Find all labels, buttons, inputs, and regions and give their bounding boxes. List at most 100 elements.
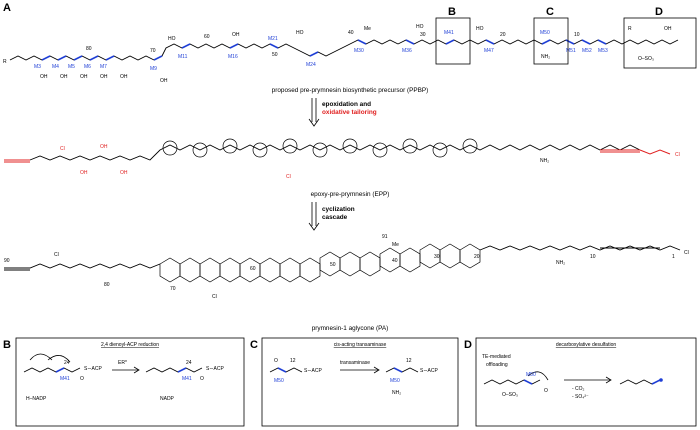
hydroxyl: OH: [160, 78, 168, 84]
panel-c-title: cis-acting transaminase: [334, 342, 387, 348]
r-group: R: [628, 26, 632, 32]
pa-methyl: Me: [392, 242, 399, 248]
hydroxyl: OH: [60, 74, 68, 80]
panel-c-oxo: O: [274, 358, 278, 364]
carbon-number: 20: [474, 254, 480, 260]
carbon-number: 10: [590, 254, 596, 260]
ppbp-numbering: 80 70 60 50 40 30 20 10: [86, 30, 580, 58]
pa-alkyne: [4, 247, 660, 271]
panel-d-byproduct: - SO₄²⁻: [572, 394, 589, 400]
panel-c-position: 12: [290, 358, 296, 364]
carbon-number: 1: [672, 254, 675, 260]
panel-d-reactant: [483, 371, 549, 385]
carbon-number: 60: [204, 34, 210, 40]
hydroxyl: OH: [80, 74, 88, 80]
carbon-number: 70: [170, 286, 176, 292]
panel-c-product-acp: S∼ACP: [420, 368, 438, 374]
module-label: M11: [178, 54, 188, 60]
hydroxyl: OH: [664, 26, 672, 32]
step-epoxidation: epoxidation and: [322, 101, 371, 108]
panel-b-reactant: [23, 353, 81, 373]
panel-letter-c: C: [250, 339, 258, 351]
box-c: [533, 17, 569, 65]
module-label: M6: [84, 64, 91, 70]
carbon-number: 60: [250, 266, 256, 272]
panel-c-arrow: [340, 366, 380, 374]
hydroxyl: OH: [232, 32, 240, 38]
panel-b-oxo: O: [80, 376, 84, 382]
pa-chloro-terminal: Cl: [684, 250, 689, 256]
pa-structure: [4, 245, 681, 269]
module-label: M53: [598, 48, 608, 54]
panel-b-product-module: M41: [182, 376, 192, 382]
module-label: M3: [34, 64, 41, 70]
ppbp-chain-right: [397, 39, 679, 45]
module-label: M21: [268, 36, 278, 42]
hydroxyl: HO: [476, 26, 484, 32]
step-oxidative-tailoring: oxidative tailoring: [322, 109, 377, 116]
box-letter-b: B: [448, 6, 456, 18]
ppbp-caption: proposed pre-prymnesin biosynthetic prec…: [272, 87, 429, 94]
epp-structure: [29, 144, 641, 161]
epp-amine: NH₂: [540, 158, 549, 164]
panel-c-product-module: M50: [390, 378, 400, 384]
panel-c-enzyme: transaminase: [340, 360, 370, 366]
carbon-number: 50: [272, 52, 278, 58]
pa-caption: prymnesin-1 aglycone (PA): [312, 325, 389, 332]
carbon-number: 30: [434, 254, 440, 260]
pa-amine: NH₂: [556, 260, 565, 266]
hydroxyl: OH: [100, 74, 108, 80]
hydroxyl: HO: [416, 24, 424, 30]
panel-b-product-oxo: O: [200, 376, 204, 382]
step-cascade: cascade: [322, 214, 348, 221]
panel-b-enzyme: ER*: [118, 360, 127, 366]
epp-alkyne-red: [4, 149, 671, 163]
methyl: Me: [364, 26, 371, 32]
epp-caption: epoxy-pre-prymnesin (EPP): [311, 191, 390, 198]
panel-d-reactant-blue: [523, 379, 533, 385]
hydroxyl: HO: [168, 36, 176, 42]
box-d: [623, 17, 697, 69]
panel-b-product-acp: S∼ACP: [206, 366, 224, 372]
panel-b-module: M41: [60, 376, 70, 382]
pa-fused-rings: [159, 243, 481, 283]
panel-b-position: 24: [64, 360, 70, 366]
pa-chain-left: [4, 263, 161, 269]
module-label: M30: [354, 48, 364, 54]
module-label: M51: [566, 48, 576, 54]
panel-letter-a: A: [3, 2, 11, 14]
module-label: M41: [444, 30, 454, 36]
epp-chloro-terminal: Cl: [675, 152, 680, 158]
box-letter-d: D: [655, 6, 663, 18]
carbon-number: 20: [500, 32, 506, 38]
panel-letter-d: D: [464, 339, 472, 351]
carbon-number: 80: [104, 282, 110, 288]
ppbp-substituents: R OH OH OH OH OH OH HO OH HO Me HO HO NH…: [3, 24, 672, 84]
epp-epoxide-rings: [162, 138, 478, 158]
epp-chain: [29, 144, 641, 161]
pa-numbering: 90 80 70 60 50 91 40 30 20 10 1: [4, 234, 675, 292]
panel-c-product-blue: [393, 367, 403, 373]
module-label: M50: [540, 30, 550, 36]
panel-c-product-position: 12: [406, 358, 412, 364]
module-label: M24: [306, 62, 316, 68]
panel-d-title: decarboxylative desulfation: [556, 342, 617, 348]
panel-d-terminal-dot: [659, 378, 663, 382]
hydroxyl: OH: [120, 74, 128, 80]
box-b: [435, 17, 471, 65]
panel-b-nadph: H–NADP: [26, 396, 47, 402]
module-label: M4: [52, 64, 59, 70]
panel-letter-b: B: [3, 339, 11, 351]
module-label: M9: [150, 66, 157, 72]
epp-hydroxyl-red: OH: [100, 144, 108, 150]
panel-b-title: 2,4 dienoyl-ACP reduction: [101, 342, 159, 348]
panel-d-product-blue: [651, 379, 661, 385]
panel-d-frame: [475, 337, 697, 427]
panel-c-reactant-blue: [277, 367, 287, 373]
module-label: M16: [228, 54, 238, 60]
carbon-number: 80: [86, 46, 92, 52]
carbon-number: 10: [574, 32, 580, 38]
panel-c-product-amine: NH₂: [392, 390, 401, 396]
panel-b-blue-bonds: [55, 367, 65, 373]
